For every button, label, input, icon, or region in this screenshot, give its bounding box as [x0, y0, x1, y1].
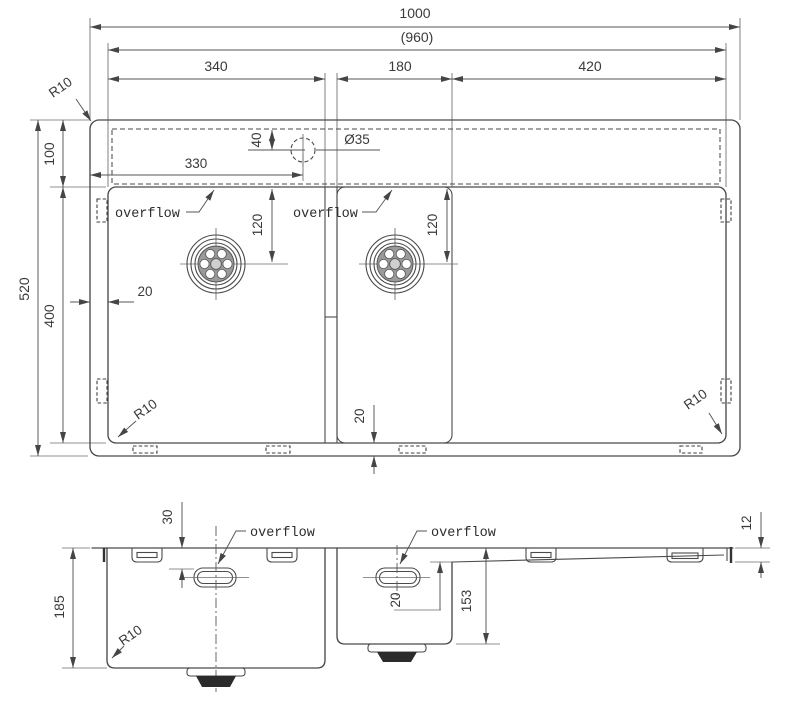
section-overflow-label-bowl1: overflow	[217, 526, 315, 565]
corner-radius-label-bowl1: R10	[117, 396, 160, 438]
section-corner-radius-label: R10	[111, 622, 145, 659]
dim-inner-width: (960)	[108, 29, 726, 53]
section-clip-tabs	[131, 548, 704, 563]
waste-outlet-bowl1	[186, 667, 246, 687]
dim-overall-width-label: 1000	[399, 5, 430, 21]
dim-overall-depth-label: 520	[16, 277, 32, 301]
extension-lines	[30, 18, 741, 457]
dim-bowl1-width: 340	[108, 58, 325, 82]
overflow-label-bowl1: overflow	[115, 189, 215, 222]
faucet-hole-diameter-label: Ø35	[344, 132, 370, 147]
dim-drainer-width: 420	[452, 58, 726, 82]
dim-rim-thickness: 12	[735, 512, 770, 578]
dim-bowl2-width: 180	[337, 58, 452, 82]
dim-rim-depth-label: 100	[41, 142, 57, 166]
overflow-hole-bowl1	[181, 526, 249, 692]
section-overflow-label-bowl2: overflow	[399, 526, 496, 565]
dim-drainer-width-label: 420	[578, 58, 602, 74]
svg-text:R10: R10	[116, 622, 145, 648]
dim-overall-width: 1000	[90, 5, 740, 30]
dim-rim-side: 20	[70, 284, 153, 305]
dim-drain1-y: 120	[250, 189, 275, 262]
top-view: Ø35 40 330	[16, 5, 741, 474]
drain-strainer-icon-bowl1	[180, 228, 288, 300]
dim-bowl1-depth: 185	[51, 547, 107, 669]
dim-faucet-x-label: 330	[185, 156, 208, 171]
dim-rim-depth: 100	[41, 120, 66, 187]
overflow-label-bowl2: overflow	[293, 189, 393, 222]
svg-text:R10: R10	[46, 74, 75, 100]
dim-overflow-from-top-label: 30	[160, 509, 175, 524]
svg-text:overflow: overflow	[431, 526, 496, 541]
dim-faucet-y: 40	[248, 130, 305, 151]
dim-bowl-depth-label: 400	[41, 304, 57, 328]
bowl-area-outline	[107, 186, 727, 444]
dim-overflow-below-drainer-label: 20	[388, 592, 403, 607]
dim-rim-side-label: 20	[137, 284, 152, 299]
waste-outlet-bowl2	[367, 643, 427, 662]
dim-faucet-x: 330	[90, 153, 304, 181]
section-view: overflow overflow 30 185	[51, 502, 770, 692]
dim-bowl1-width-label: 340	[204, 58, 228, 74]
dim-bowl-depth: 400	[41, 187, 66, 443]
sink-outer-outline	[89, 119, 741, 457]
svg-text:overflow: overflow	[293, 207, 358, 222]
svg-text:R10: R10	[131, 396, 160, 422]
dim-rim-bottom: 20	[352, 405, 377, 474]
svg-text:overflow: overflow	[250, 526, 315, 541]
dim-rim-bottom-label: 20	[352, 408, 367, 423]
dim-bowl2-depth: 153	[456, 548, 500, 645]
overflow-hole-bowl2	[363, 545, 430, 600]
corner-radius-label-drainer: R10	[681, 386, 723, 435]
svg-text:overflow: overflow	[115, 207, 180, 222]
bowl2-outline	[336, 186, 453, 444]
dim-overflow-from-top: 30	[160, 502, 194, 588]
dim-drain2-y-label: 120	[425, 214, 440, 237]
bowl-divider	[324, 187, 338, 443]
dim-overall-depth: 520	[16, 120, 41, 456]
dim-overflow-below-drainer: 20	[388, 561, 452, 611]
corner-radius-label-top-left: R10	[46, 74, 92, 122]
dim-drain2-y: 120	[425, 189, 450, 262]
drain-strainer-icon-bowl2	[359, 228, 458, 300]
dim-faucet-y-label: 40	[249, 132, 264, 147]
svg-text:R10: R10	[681, 386, 710, 412]
dim-bowl2-depth-label: 153	[459, 590, 474, 613]
rim-ledge-dashed-outline	[111, 128, 721, 185]
dim-rim-thickness-label: 12	[739, 515, 754, 530]
section-drainer-underside	[451, 554, 725, 563]
mounting-clips	[96, 198, 732, 454]
dim-bowl1-depth-label: 185	[51, 595, 67, 619]
dim-drain1-y-label: 120	[250, 214, 265, 237]
dim-bowl2-width-label: 180	[388, 58, 412, 74]
dim-inner-width-label: (960)	[401, 29, 434, 45]
